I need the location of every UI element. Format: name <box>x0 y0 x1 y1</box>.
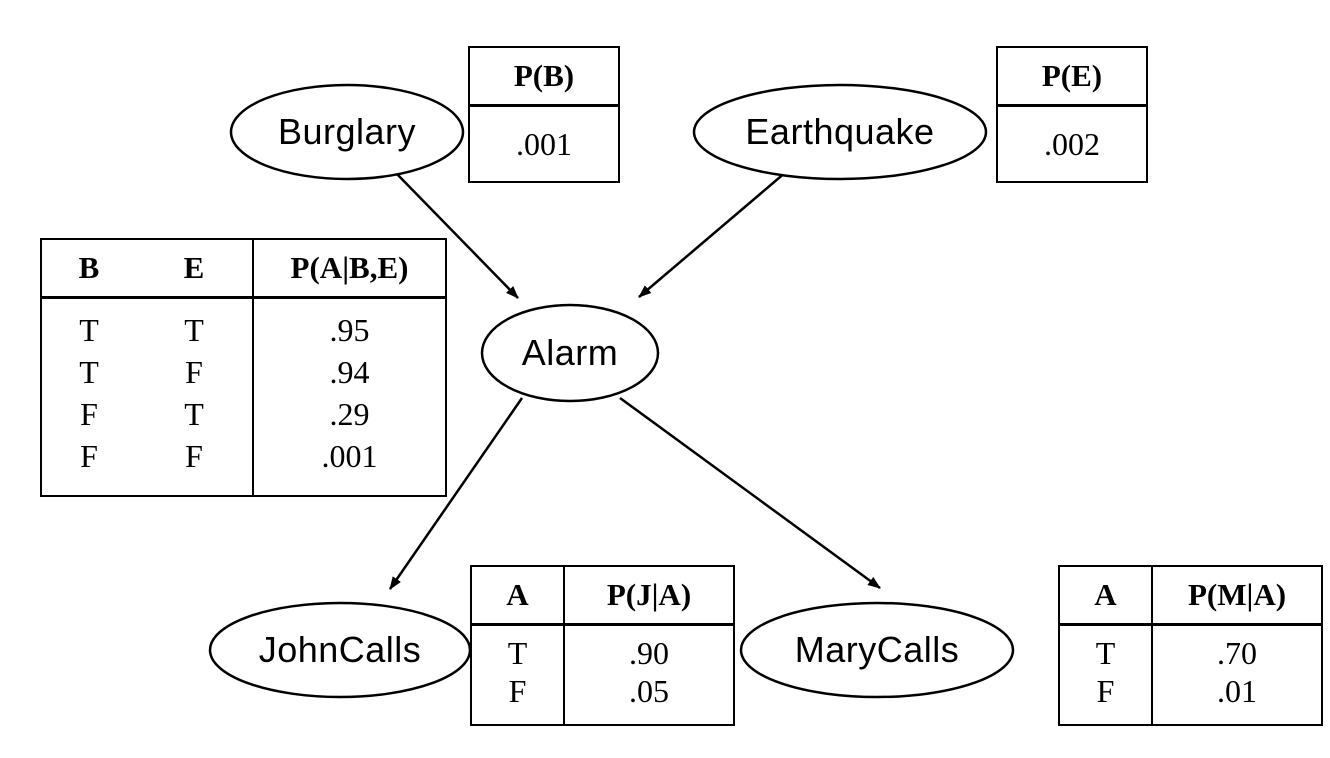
node-johncalls-label: JohnCalls <box>258 629 422 670</box>
table-row: F .05 <box>471 672 734 725</box>
cpt-pm-header-prob: P(M|A) <box>1151 566 1322 626</box>
cpt-pa-header-e: E <box>136 239 253 299</box>
cpt-pa-cell: F <box>80 395 98 432</box>
cpt-pj-cell: .90 <box>563 624 734 672</box>
cpt-pa-cell: T <box>79 353 99 390</box>
cpt-pm-header-a: A <box>1059 566 1152 626</box>
cpt-pa-cell: .95 <box>252 297 446 351</box>
cpt-pj-header-a: A <box>471 566 564 626</box>
cpt-pa-cell: T <box>79 311 99 348</box>
edge-alarm-to-marycalls-arrow <box>619 396 881 590</box>
table-row: F .01 <box>1059 672 1322 725</box>
node-earthquake-ellipse <box>692 83 988 181</box>
cpt-pe-value: .002 <box>1044 125 1100 162</box>
node-burglary-ellipse <box>229 83 465 181</box>
cpt-table-pa: B E P(A|B,E) T T .95 T F .94 F T .29 F <box>40 238 447 497</box>
edge-alarm-to-johncalls-arrow <box>388 397 524 590</box>
cpt-pj-cell: T <box>507 634 528 671</box>
table-row: T F .94 <box>41 351 446 393</box>
edge-earthquake-to-alarm-arrow <box>638 171 787 298</box>
cpt-pe-header: P(E) <box>997 47 1147 107</box>
node-alarm-label: Alarm <box>521 332 619 373</box>
cpt-pb-value: .001 <box>516 125 572 162</box>
cpt-table-pb: P(B) .001 <box>468 46 620 183</box>
cpt-pa-cell: T <box>184 311 204 348</box>
cpt-pj-cell: .05 <box>563 672 734 725</box>
cpt-pm-cell: T <box>1095 634 1116 671</box>
cpt-pj-cell: F <box>508 672 527 709</box>
node-marycalls-label: MaryCalls <box>794 629 960 670</box>
node-burglary-label: Burglary <box>277 111 417 152</box>
cpt-table-pm: A P(M|A) T .70 F .01 <box>1058 565 1323 726</box>
table-row: T T .95 <box>41 297 446 351</box>
cpt-pm-cell: .01 <box>1151 672 1322 725</box>
edge-burglary-to-alarm-arrow <box>394 171 519 299</box>
table-row: F T .29 <box>41 393 446 435</box>
cpt-pa-cell: F <box>185 353 203 390</box>
cpt-pa-cell: .94 <box>252 351 446 393</box>
node-earthquake-label: Earthquake <box>745 111 935 152</box>
cpt-pj-header-prob: P(J|A) <box>563 566 734 626</box>
cpt-pa-cell: F <box>185 437 203 474</box>
cpt-pa-header-prob: P(A|B,E) <box>252 239 446 299</box>
cpt-pa-cell: F <box>80 437 98 474</box>
cpt-table-pe: P(E) .002 <box>996 46 1148 183</box>
table-row: T .90 <box>471 624 734 672</box>
cpt-pa-cell: .001 <box>252 435 446 496</box>
cpt-pa-cell: T <box>184 395 204 432</box>
cpt-pm-cell: F <box>1096 672 1115 709</box>
cpt-pm-cell: .70 <box>1151 624 1322 672</box>
cpt-pa-header-b: B <box>41 239 136 299</box>
cpt-table-pj: A P(J|A) T .90 F .05 <box>470 565 735 726</box>
node-marycalls-ellipse <box>739 601 1015 699</box>
table-row: F F .001 <box>41 435 446 496</box>
cpt-pa-cell: .29 <box>252 393 446 435</box>
table-row: T .70 <box>1059 624 1322 672</box>
cpt-pb-header: P(B) <box>469 47 619 107</box>
node-alarm-ellipse <box>480 303 660 403</box>
